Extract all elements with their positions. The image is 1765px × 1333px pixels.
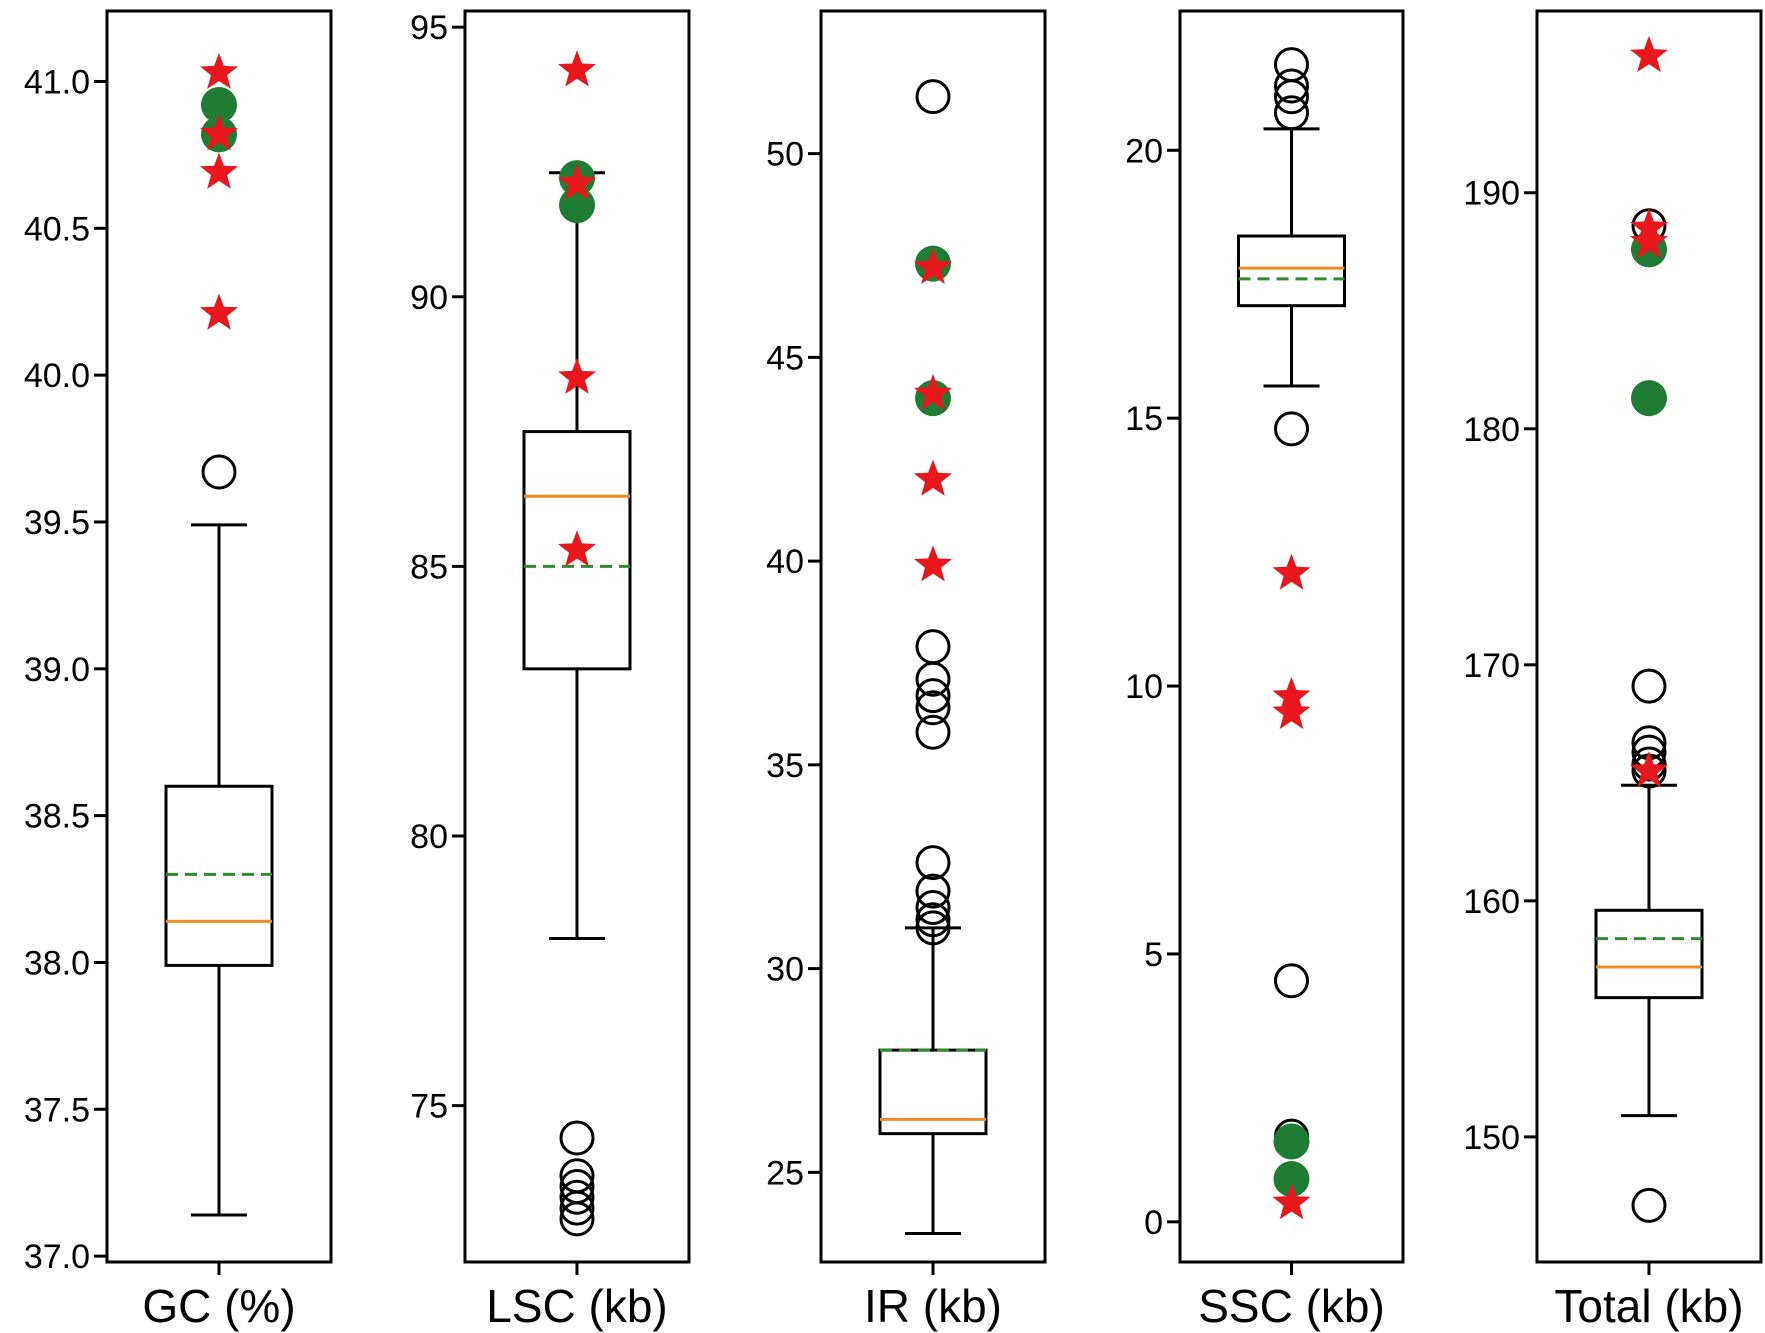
iqr-box	[878, 1048, 988, 1136]
y-tick-label: 95	[410, 9, 448, 47]
y-tick-label: 160	[1463, 883, 1520, 921]
star-point	[200, 114, 238, 151]
outlier-point	[559, 1190, 595, 1226]
y-tick-label: 35	[766, 747, 804, 785]
y-tick-label: 25	[766, 1154, 804, 1192]
outlier-point	[915, 889, 951, 925]
iqr-box	[1594, 908, 1704, 1000]
star-point	[1272, 553, 1311, 590]
outlier-point	[915, 873, 951, 909]
y-tick-label: 180	[1463, 411, 1520, 449]
y-tick-label: 80	[410, 818, 448, 856]
outlier-point	[915, 629, 951, 665]
y-tick-label: 50	[766, 136, 804, 174]
star-point	[1630, 35, 1668, 72]
outlier-point	[915, 678, 951, 714]
y-tick-label: 30	[766, 951, 804, 989]
outlier-point	[915, 661, 951, 697]
highlight-point	[1631, 380, 1667, 417]
star-point	[558, 50, 596, 87]
outlier-point	[915, 714, 951, 750]
x-axis-label: IR (kb)	[864, 1280, 1002, 1332]
star-point	[558, 357, 596, 394]
star-point	[558, 163, 596, 200]
star-point	[200, 293, 238, 330]
outlier-point	[1631, 1187, 1667, 1223]
y-tick-label: 37.0	[24, 1238, 90, 1276]
y-tick-label: 150	[1463, 1119, 1520, 1157]
star-point	[1630, 751, 1668, 788]
y-tick-label: 20	[1125, 132, 1163, 170]
y-tick-label: 90	[410, 279, 448, 317]
plot-frame	[819, 9, 1047, 1264]
highlight-point	[1273, 1160, 1310, 1197]
outlier-point	[201, 454, 237, 490]
star-point	[914, 374, 952, 411]
y-tick-label: 85	[410, 548, 448, 586]
outlier-point	[559, 1201, 595, 1237]
x-axis-label: SSC (kb)	[1198, 1280, 1385, 1332]
x-axis-label: Total (kb)	[1554, 1280, 1743, 1332]
y-tick-label: 190	[1463, 175, 1520, 213]
outlier-point	[915, 902, 951, 938]
y-tick-label: 40.5	[24, 210, 90, 248]
star-point	[1272, 1183, 1311, 1220]
outlier-point	[1274, 79, 1309, 115]
star-point	[1630, 222, 1668, 259]
y-tick-label: 15	[1125, 400, 1163, 438]
outlier-point	[1274, 411, 1309, 447]
y-tick-label: 38.5	[24, 798, 90, 836]
outlier-point	[915, 910, 951, 946]
y-tick-label: 75	[410, 1088, 448, 1126]
iqr-box	[522, 430, 632, 671]
iqr-box	[164, 784, 274, 967]
y-tick-label: 41.0	[24, 63, 90, 101]
panel-ir: 25 30 35 40 45 50 IR (kb)	[766, 9, 1047, 1332]
star-point	[914, 459, 952, 496]
highlight-point	[559, 187, 595, 224]
outlier-point	[559, 1179, 595, 1215]
y-tick-label: 5	[1144, 936, 1163, 974]
star-point	[1272, 692, 1311, 729]
y-tick-label: 39.5	[24, 504, 90, 542]
highlight-point	[1273, 1123, 1310, 1160]
outlier-point	[915, 690, 951, 726]
y-tick-label: 170	[1463, 647, 1520, 685]
y-tick-label: 37.5	[24, 1091, 90, 1129]
y-tick-label: 39.0	[24, 651, 90, 689]
box-plot-panels: 37.0 37.5 38.0 38.5 39.0 39.5 40.0 40.5 41.0 GC (…	[24, 9, 1763, 1332]
star-point	[200, 152, 238, 189]
iqr-box	[1237, 234, 1346, 308]
panel-gc: 37.0 37.5 38.0 38.5 39.0 39.5 40.0 40.5 41.0 GC (…	[24, 9, 333, 1332]
outlier-point	[1274, 963, 1309, 999]
star-point	[914, 545, 952, 582]
star-point	[558, 530, 596, 567]
outlier-point	[915, 79, 951, 115]
y-tick-label: 10	[1125, 668, 1163, 706]
outlier-point	[1274, 95, 1309, 131]
y-tick-label: 38.0	[24, 944, 90, 982]
y-tick-label: 0	[1144, 1204, 1163, 1242]
outlier-point	[559, 1120, 595, 1156]
outlier-point	[1274, 68, 1309, 104]
highlight-point	[201, 86, 237, 123]
star-point	[200, 52, 238, 89]
y-tick-label: 40	[766, 543, 804, 581]
outlier-point	[1631, 668, 1667, 704]
x-axis-label: GC (%)	[142, 1280, 295, 1332]
star-point	[914, 247, 952, 284]
x-axis-label: LSC (kb)	[486, 1280, 667, 1332]
y-tick-label: 40.0	[24, 357, 90, 395]
y-tick-label: 45	[766, 339, 804, 377]
outlier-point	[915, 845, 951, 881]
